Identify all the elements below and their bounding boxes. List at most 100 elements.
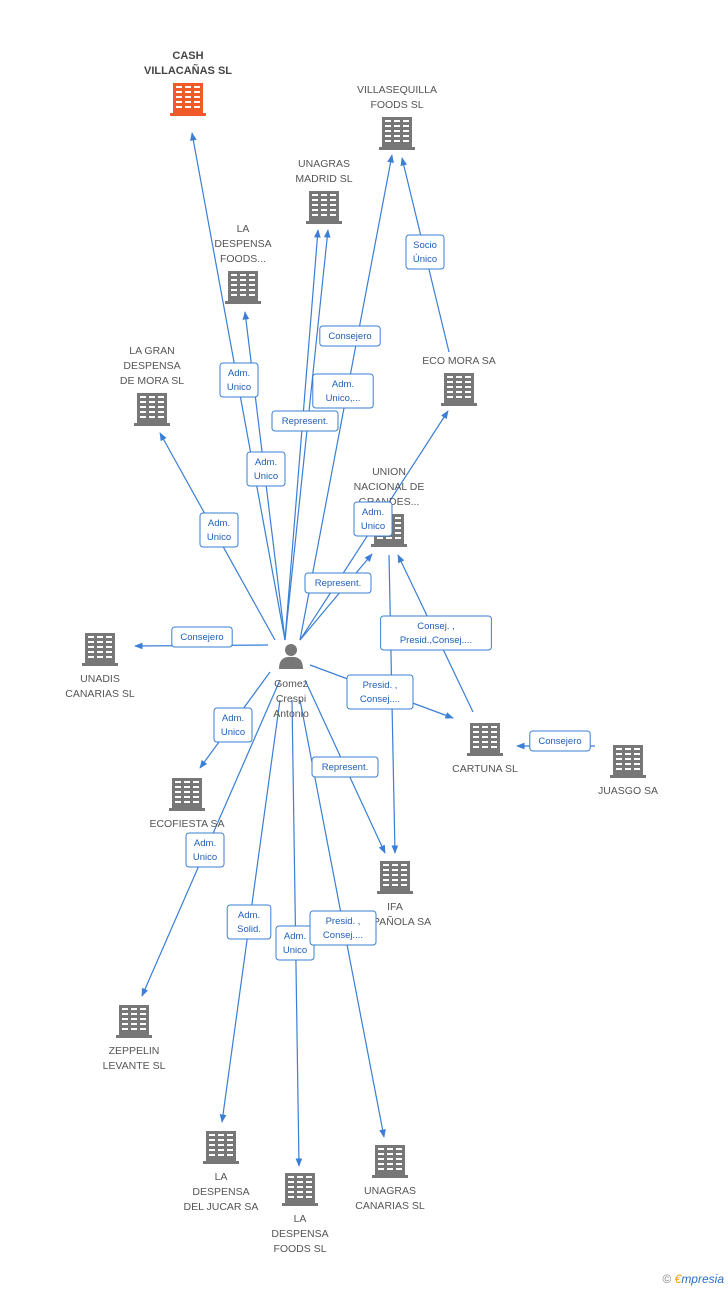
edge-role-text: Consej.... xyxy=(323,930,363,941)
building-icon xyxy=(203,1131,239,1164)
building-icon xyxy=(282,1173,318,1206)
node-label: CASH xyxy=(172,50,203,62)
company-node[interactable]: UNADIS CANARIAS SL xyxy=(65,633,135,700)
edge-role-label[interactable]: Presid. ,Consej.... xyxy=(346,674,414,710)
edge-role-text: Unico xyxy=(227,382,251,393)
edge-role-text: Consejero xyxy=(538,736,581,747)
node-label: VILLACAÑAS SL xyxy=(144,64,232,77)
edge-role-label[interactable]: Represent. xyxy=(271,410,339,432)
edge-role-text: Único xyxy=(413,254,437,265)
edge-role-label[interactable]: Adm.Unico xyxy=(213,707,253,743)
edge-role-text: Adm. xyxy=(208,518,230,529)
building-icon xyxy=(377,861,413,894)
edge-role-text: Unico xyxy=(207,532,231,543)
node-label: MADRID SL xyxy=(295,173,352,185)
edge-role-label[interactable]: Consejero xyxy=(171,626,233,648)
person-icon xyxy=(285,644,297,656)
building-icon xyxy=(169,778,205,811)
node-label: DESPENSA xyxy=(192,1186,249,1198)
edge-role-text: Unico xyxy=(254,471,278,482)
building-icon xyxy=(134,393,170,426)
building-icon xyxy=(82,633,118,666)
edge-role-label[interactable]: Represent. xyxy=(311,756,379,778)
building-icon xyxy=(116,1005,152,1038)
edge-role-label[interactable]: Consejero xyxy=(319,325,381,347)
edge-role-text: Unico xyxy=(361,521,385,532)
edge-role-label[interactable]: Adm.Unico,... xyxy=(312,373,374,409)
building-icon xyxy=(372,1145,408,1178)
edge-role-label[interactable]: Represent. xyxy=(304,572,372,594)
edge-role-label[interactable]: Adm.Unico xyxy=(246,451,286,487)
node-label: LA xyxy=(294,1213,307,1225)
edge-role-text: Adm. xyxy=(228,368,250,379)
edge-role-label[interactable]: Adm. Unico xyxy=(219,362,259,398)
node-label: IFA xyxy=(387,901,403,913)
node-label: ECO MORA SA xyxy=(422,355,496,367)
edge-role-text: Consej. , xyxy=(417,621,455,632)
edge-role-text: Unico xyxy=(193,852,217,863)
company-node[interactable]: CASH VILLACAÑAS SL xyxy=(144,50,232,116)
edge-role-text: Unico xyxy=(283,945,307,956)
company-node[interactable]: CARTUNA SL xyxy=(452,723,518,775)
node-label: LA xyxy=(215,1171,228,1183)
edge-role-text: Represent. xyxy=(282,416,328,427)
node-label: CANARIAS SL xyxy=(355,1200,425,1212)
building-icon xyxy=(225,271,261,304)
edge-role-label[interactable]: Consejero xyxy=(529,730,591,752)
node-label: FOODS SL xyxy=(273,1243,326,1255)
building-icon xyxy=(170,83,206,116)
company-node[interactable]: IFA ESPAÑOLA SA xyxy=(359,861,431,928)
company-node[interactable]: LADESPENSAFOODS... xyxy=(214,223,272,304)
node-label: ESPAÑOLA SA xyxy=(359,915,431,928)
node-label: Antonio xyxy=(273,708,309,720)
relation-edge xyxy=(299,553,373,641)
edge-role-text: Presid.,Consej.... xyxy=(400,635,472,646)
node-label: DEL JUCAR SA xyxy=(184,1201,259,1213)
edge-role-label[interactable]: Adm. Unico xyxy=(275,925,315,961)
company-node[interactable]: LA DESPENSA DEL JUCAR SA xyxy=(184,1131,259,1213)
node-label: CANARIAS SL xyxy=(65,688,135,700)
building-icon xyxy=(379,117,415,150)
edge-role-text: Socio xyxy=(413,240,437,251)
footer-brand: © €mpresia xyxy=(662,1272,724,1286)
node-label: NACIONAL DE xyxy=(354,481,425,493)
edge-role-label[interactable]: Consej. , Presid.,Consej.... xyxy=(380,615,492,651)
node-label: DE MORA SL xyxy=(120,375,184,387)
edge-role-text: Represent. xyxy=(322,762,368,773)
node-label: Gomez xyxy=(274,678,308,690)
edge-role-text: Solid. xyxy=(237,924,261,935)
edge-role-label[interactable]: Adm. Unico xyxy=(199,512,239,548)
edge-role-label[interactable]: Adm.Unico xyxy=(185,832,225,868)
node-label: FOODS... xyxy=(220,253,266,265)
node-label: FOODS SL xyxy=(370,99,423,111)
company-node[interactable]: JUASGO SA xyxy=(598,745,658,797)
edge-role-text: Presid. , xyxy=(363,680,398,691)
edge-role-text: Adm. xyxy=(284,931,306,942)
brand-logo-letter: € xyxy=(674,1272,682,1286)
node-label: UNION xyxy=(372,466,406,478)
company-node[interactable]: ECO MORA SA xyxy=(422,355,496,406)
building-icon xyxy=(306,191,342,224)
edge-role-text: Adm. xyxy=(222,713,244,724)
edge-role-label[interactable]: Adm.Solid. xyxy=(226,904,272,940)
node-label: LA GRAN xyxy=(129,345,175,357)
edge-role-label[interactable]: Adm.Unico xyxy=(353,501,393,537)
node-label: UNADIS xyxy=(80,673,120,685)
edge-role-label[interactable]: Presid. ,Consej.... xyxy=(309,910,377,946)
node-label: LA xyxy=(237,223,250,235)
relation-edge xyxy=(284,229,321,641)
node-label: Crespi xyxy=(276,693,306,705)
company-node[interactable]: ECOFIESTA SA xyxy=(149,778,225,830)
building-icon xyxy=(610,745,646,778)
